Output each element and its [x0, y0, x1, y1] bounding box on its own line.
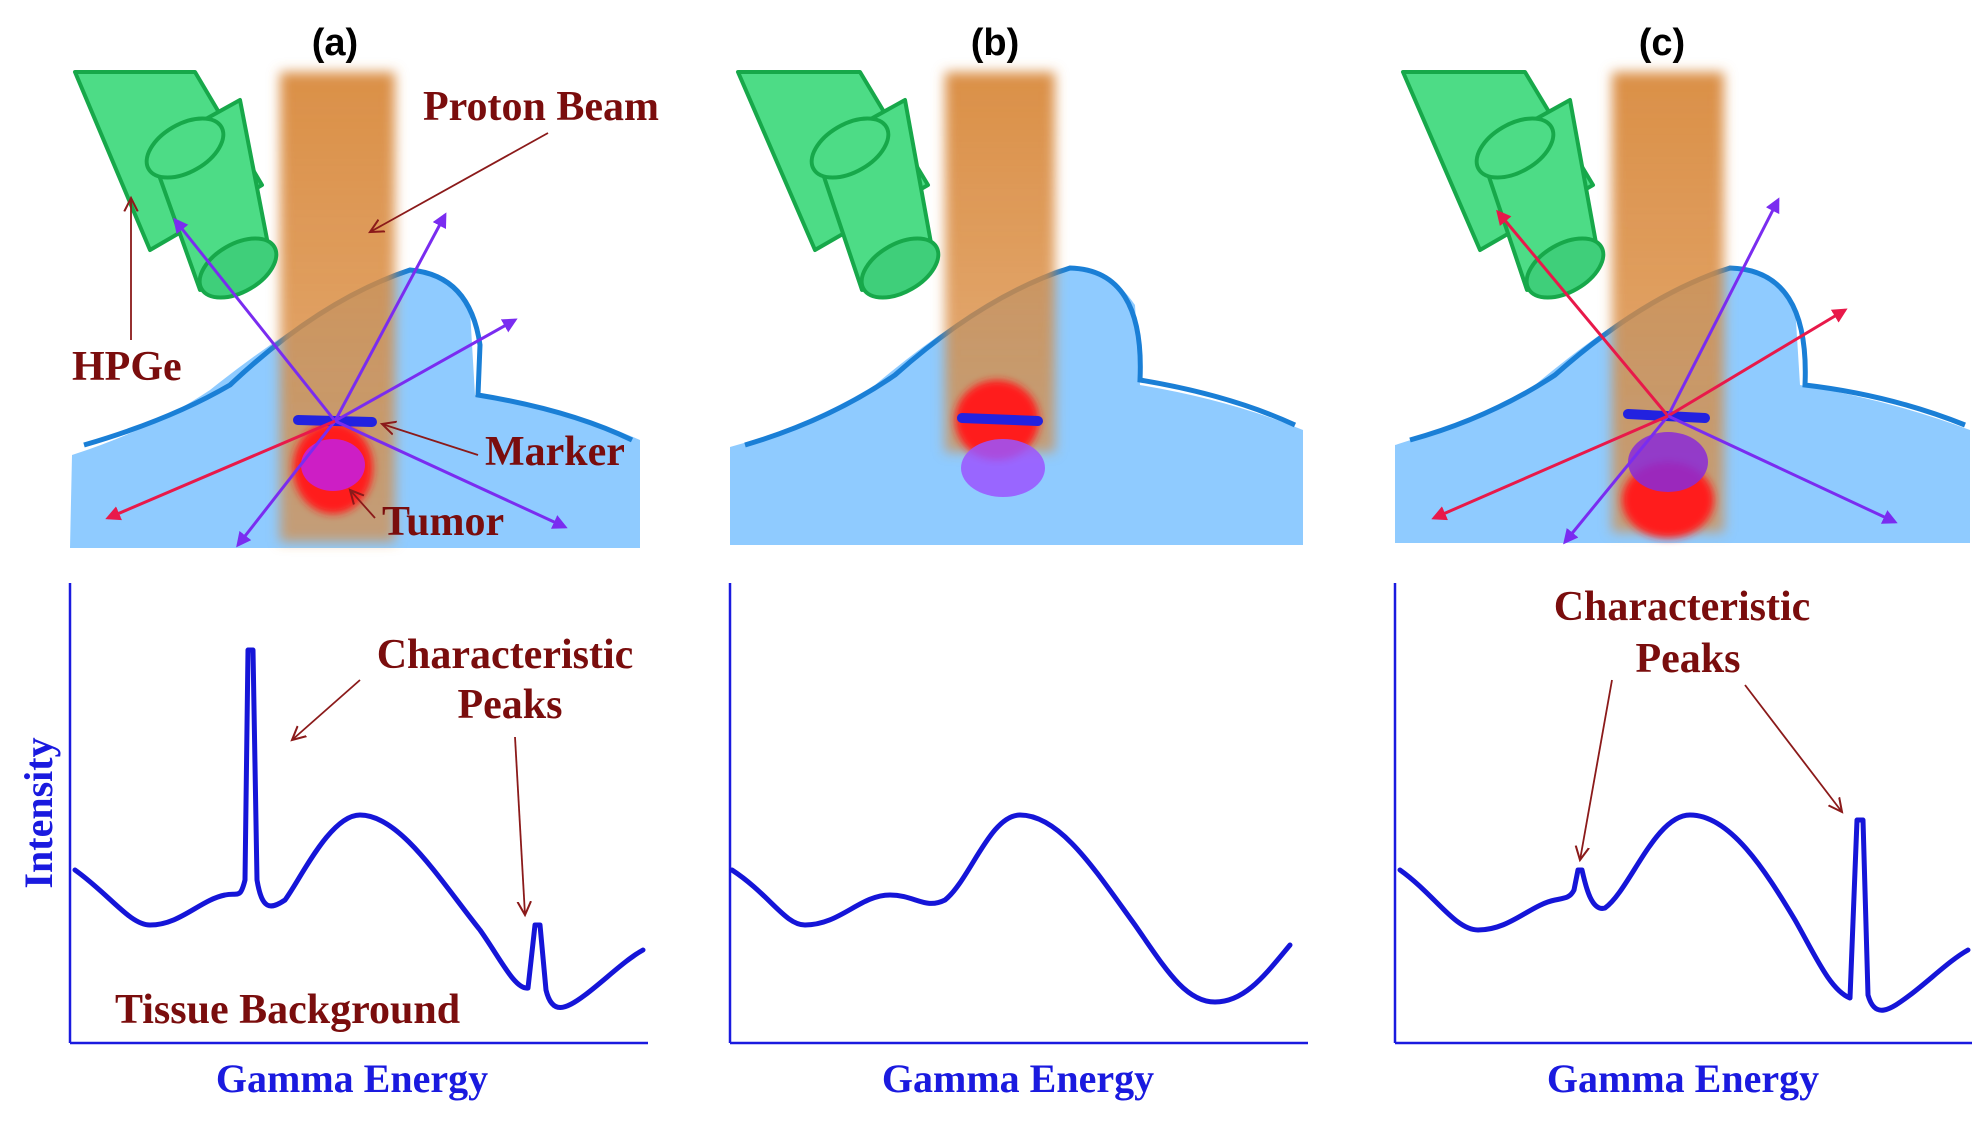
panel-a-proton-beam-pointer [370, 132, 549, 232]
panel-b-x-axis-label: Gamma Energy [882, 1056, 1154, 1101]
panel-a-peaks-label-line2: Peaks [458, 682, 563, 728]
panel-c-x-axis-label: Gamma Energy [1547, 1056, 1819, 1101]
panel-b-marker [957, 413, 1043, 426]
panel-a-y-axis-label: Intensity [16, 737, 61, 888]
panel-a-tumor [301, 439, 365, 491]
panel-a-detector-label: HPGe [72, 344, 182, 390]
panel-b-tissue-outline [744, 265, 1297, 448]
panel-c-peaks-label-line1: Characteristic [1554, 584, 1811, 630]
panel-c-peaks-label-line2: Peaks [1636, 636, 1741, 682]
panel-b-label: (b) [971, 22, 1020, 64]
panel-a-label: (a) [312, 22, 358, 64]
panel-c-tumor [1628, 432, 1708, 492]
panel-a-x-axis-label: Gamma Energy [216, 1056, 488, 1101]
panel-a-tumor-label: Tumor [382, 499, 504, 545]
panel-b-spectrum [729, 812, 1293, 1005]
panel-c-peak-pointer-1 [1580, 679, 1613, 860]
panel-a-peak-pointer-2 [514, 736, 525, 915]
panel-a-gamma-rays [105, 212, 568, 548]
panel-a-tissue-outline [83, 267, 634, 448]
panel-c-detector [1401, 70, 1606, 300]
panel-a-background-label: Tissue Background [115, 987, 460, 1033]
panel-b: (b) Gamma Energy [728, 22, 1308, 1101]
panel-c-spectrum [1397, 812, 1971, 1013]
panel-a-peak-pointer-1 [292, 679, 361, 740]
panel-c: (c) Gamma Energy Characteristic Peaks [1393, 22, 1972, 1101]
panel-c-peak-pointer-2 [1744, 684, 1842, 812]
panel-b-detector [736, 70, 941, 300]
panel-a-tumor-pointer [350, 490, 376, 519]
panel-c-label: (c) [1639, 22, 1685, 64]
panel-a: (a) Proton Beam HPGe [16, 22, 659, 1101]
panel-a-proton-beam-label: Proton Beam [423, 84, 659, 130]
panel-a-peaks-label-line1: Characteristic [377, 632, 634, 678]
panel-a-spectrum [72, 647, 646, 1010]
panel-a-detector [73, 70, 279, 300]
panel-c-gamma-rays [1431, 197, 1898, 545]
panel-a-marker-pointer [382, 424, 479, 456]
panel-b-tumor [961, 439, 1045, 497]
panel-a-marker-label: Marker [485, 429, 625, 475]
panel-c-tissue-outline [1409, 265, 1966, 443]
